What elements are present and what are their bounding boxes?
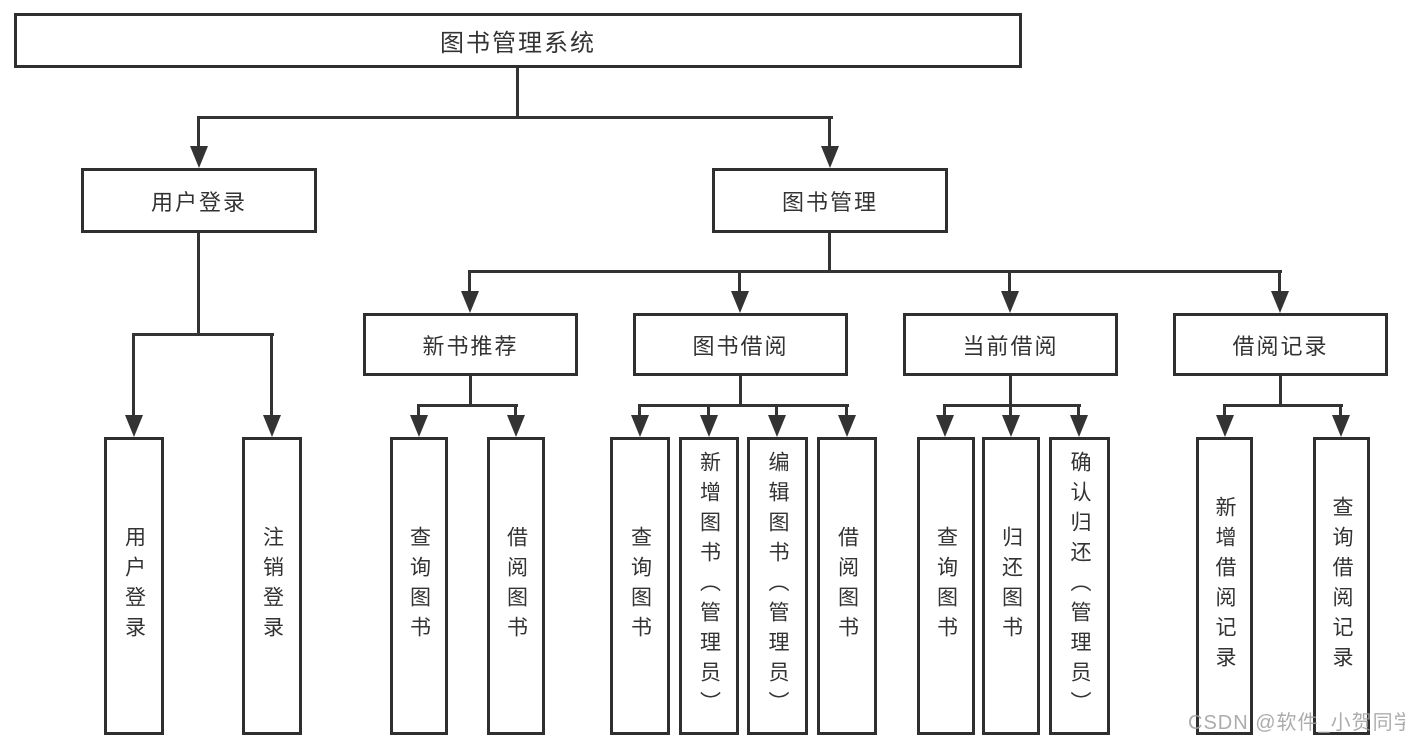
arrowhead-down-icon [507,415,525,437]
connector-line [828,116,831,146]
node-leaf-newbooks-borrow: 借阅图书 [487,437,545,735]
node-leaf-bookborrow-add: 新增图书（管理员） [679,437,739,735]
node-leaf-newbooks-query: 查询图书 [390,437,448,735]
connector-line [775,404,778,415]
node-book-mgmt: 图书管理 [712,168,948,233]
connector-line [638,404,641,415]
connector-line [197,116,833,119]
connector-line [417,404,420,415]
node-leaf-user-login-label: 用户登录 [122,526,146,646]
node-current-borrow: 当前借阅 [903,313,1118,376]
node-leaf-records-query-label: 查询借阅记录 [1330,496,1353,676]
connector-line [132,333,274,336]
connector-line [197,116,200,146]
arrowhead-down-icon [700,415,718,437]
connector-line [1223,404,1343,407]
arrowhead-down-icon [190,146,208,168]
node-leaf-records-add: 新增借阅记录 [1196,437,1253,735]
node-leaf-current-query: 查询图书 [917,437,975,735]
node-leaf-logout-label: 注销登录 [260,526,284,646]
connector-line [468,270,471,291]
node-leaf-current-confirm-label: 确认归还（管理员） [1068,451,1091,721]
connector-line [1279,376,1282,406]
arrowhead-down-icon [1332,415,1350,437]
arrowhead-down-icon [821,146,839,168]
node-root-label: 图书管理系统 [440,30,596,57]
node-leaf-records-add-label: 新增借阅记录 [1213,496,1236,676]
arrowhead-down-icon [410,415,428,437]
node-leaf-bookborrow-edit-label: 编辑图书（管理员） [766,451,789,721]
connector-line [197,233,200,335]
arrowhead-down-icon [263,415,281,437]
node-leaf-bookborrow-borrow: 借阅图书 [817,437,877,735]
connector-line [738,270,741,291]
connector-line [1008,270,1011,291]
node-leaf-records-query: 查询借阅记录 [1313,437,1370,735]
node-book-mgmt-label: 图书管理 [781,189,878,215]
node-leaf-bookborrow-borrow-label: 借阅图书 [835,526,859,646]
csdn-watermark: CSDN @软件_小贺同学 [1188,712,1405,734]
node-root: 图书管理系统 [14,13,1022,68]
node-leaf-bookborrow-query-label: 查询图书 [628,526,652,646]
arrowhead-down-icon [768,415,786,437]
node-leaf-newbooks-query-label: 查询图书 [407,526,431,646]
arrowhead-down-icon [461,291,479,313]
node-new-books: 新书推荐 [363,313,578,376]
connector-line [828,233,831,272]
connector-line [638,404,849,407]
node-user-login: 用户登录 [81,168,317,233]
node-leaf-user-login: 用户登录 [104,437,164,735]
node-current-borrow-label: 当前借阅 [962,333,1059,359]
arrowhead-down-icon [125,415,143,437]
node-borrow-records-label: 借阅记录 [1232,333,1329,359]
arrowhead-down-icon [1216,415,1234,437]
connector-line [417,404,518,407]
node-leaf-current-return: 归还图书 [982,437,1040,735]
node-borrow-records: 借阅记录 [1173,313,1388,376]
connector-line [270,333,273,415]
arrowhead-down-icon [731,291,749,313]
node-leaf-bookborrow-edit: 编辑图书（管理员） [747,437,808,735]
node-user-login-label: 用户登录 [150,189,247,215]
node-book-borrow-label: 图书借阅 [692,333,789,359]
connector-line [468,270,1282,273]
arrowhead-down-icon [838,415,856,437]
node-leaf-current-confirm: 确认归还（管理员） [1049,437,1110,735]
node-leaf-newbooks-borrow-label: 借阅图书 [504,526,528,646]
connector-line [514,404,517,415]
connector-line [1077,404,1080,415]
connector-line [739,376,742,406]
arrowhead-down-icon [1001,291,1019,313]
arrowhead-down-icon [936,415,954,437]
node-book-borrow: 图书借阅 [633,313,848,376]
connector-line [1278,270,1281,291]
node-leaf-current-query-label: 查询图书 [934,526,958,646]
node-leaf-current-return-label: 归还图书 [999,526,1023,646]
node-leaf-logout: 注销登录 [242,437,302,735]
node-new-books-label: 新书推荐 [422,333,519,359]
connector-line [707,404,710,415]
connector-line [943,404,946,415]
arrowhead-down-icon [1271,291,1289,313]
connector-line [1223,404,1226,415]
connector-line [1339,404,1342,415]
connector-line [132,333,135,415]
connector-line [516,68,519,118]
arrowhead-down-icon [1002,415,1020,437]
arrowhead-down-icon [631,415,649,437]
node-leaf-bookborrow-add-label: 新增图书（管理员） [697,451,721,721]
arrowhead-down-icon [1070,415,1088,437]
connector-line [1009,404,1012,415]
connector-line [469,376,472,406]
node-leaf-bookborrow-query: 查询图书 [610,437,670,735]
connector-line [845,404,848,415]
connector-line [1009,376,1012,406]
connector-line [943,404,1081,407]
